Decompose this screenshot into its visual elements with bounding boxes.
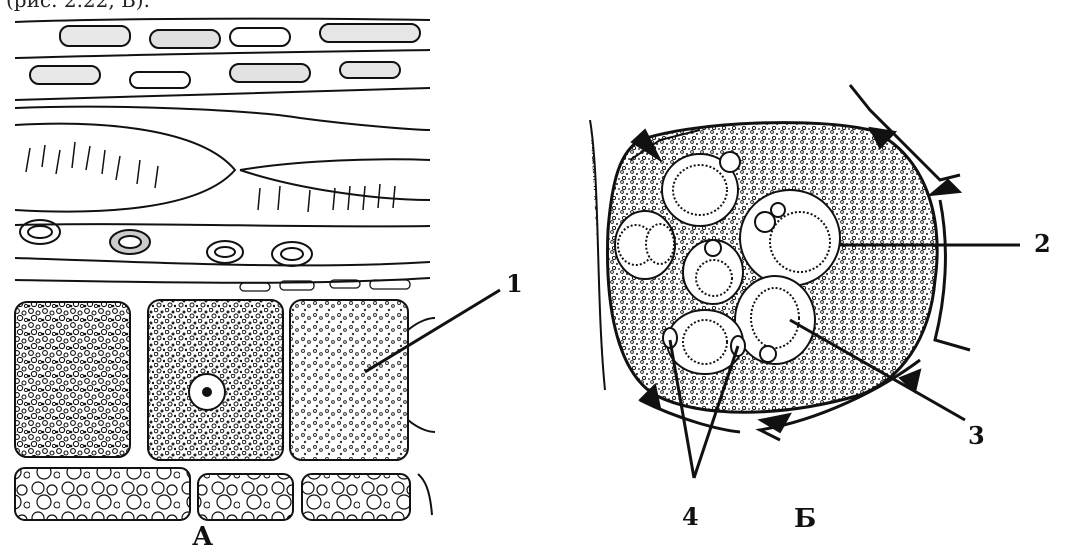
label-3: 3 — [968, 424, 985, 448]
label-1: 1 — [506, 272, 523, 296]
caption-b: Б — [794, 506, 816, 532]
panel-b-illustration — [590, 85, 970, 440]
label-4: 4 — [682, 505, 699, 529]
header-fragment: (рис. 2.22, Б). — [6, 0, 150, 10]
panel-a-illustration — [15, 19, 435, 520]
label-2: 2 — [1034, 232, 1051, 256]
caption-a: А — [192, 524, 213, 550]
